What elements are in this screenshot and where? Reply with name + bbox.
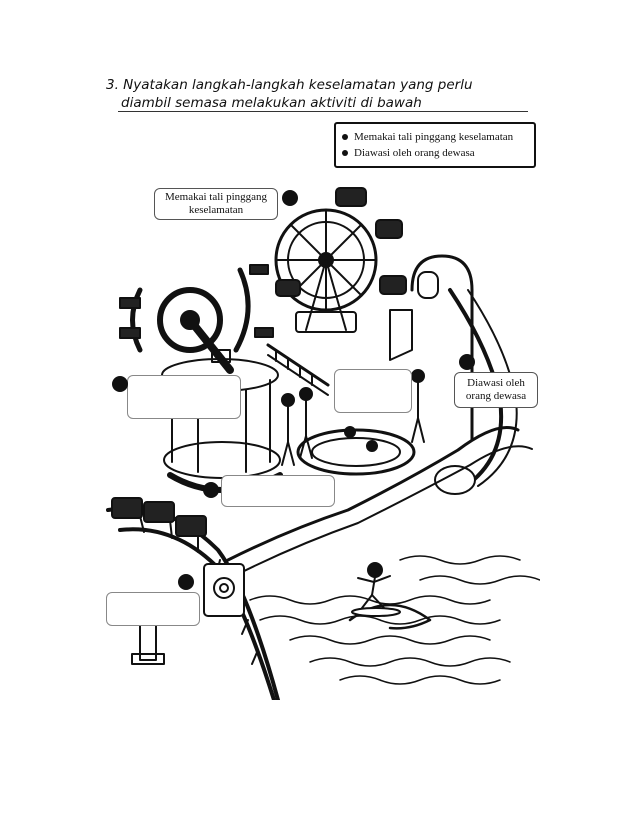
people-figures-icon [281, 369, 425, 466]
marker-dot-icon [459, 354, 475, 370]
bridge-icon [266, 343, 330, 396]
legend-item: Diawasi oleh orang dewasa [342, 145, 528, 161]
sea-waves-icon [249, 555, 540, 685]
label-water-slide: Diawasi oleh orang dewasa [454, 372, 538, 408]
carousel-icon [161, 349, 283, 493]
marker-dot-icon [178, 574, 194, 590]
surfer-icon [351, 562, 401, 617]
pendulum-ride-icon [119, 264, 274, 374]
marker-dot-icon [282, 190, 298, 206]
bullet-icon [342, 134, 348, 140]
question-line-2: diambil semasa melakukan aktiviti di baw… [121, 95, 422, 111]
question-text: 3. Nyatakan langkah-langkah keselamatan … [106, 76, 536, 112]
legend-item: Memakai tali pinggang keselamatan [342, 129, 528, 145]
label-ferris-wheel: Memakai tali pinggang keselamatan [154, 188, 278, 220]
legend-item-label: Memakai tali pinggang keselamatan [354, 131, 514, 143]
answer-line [118, 111, 528, 112]
ferris-wheel-icon [274, 187, 407, 333]
legend-item-label: Diawasi oleh orang dewasa [354, 147, 475, 159]
question-line-1: 3. Nyatakan langkah-langkah keselamatan … [106, 77, 473, 93]
roller-coaster-icon [106, 497, 280, 700]
marker-dot-icon [203, 482, 219, 498]
answer-box-pool[interactable] [334, 369, 412, 413]
answer-box-path[interactable] [221, 475, 335, 507]
bullet-icon [342, 150, 348, 156]
answer-box-roller-coaster[interactable] [106, 592, 200, 626]
marker-dot-icon [112, 376, 128, 392]
amusement-park-illustration [106, 187, 540, 700]
pool-icon [296, 426, 416, 476]
legend-box: Memakai tali pinggang keselamatan Diawas… [334, 122, 536, 168]
answer-box-carousel[interactable] [127, 375, 241, 419]
